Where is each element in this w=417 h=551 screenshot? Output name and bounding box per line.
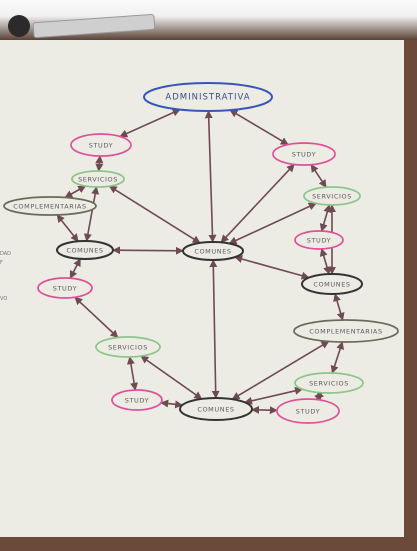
node-study6: STUDY: [276, 398, 340, 424]
edge-com_center-com_bottom: [209, 259, 220, 399]
node-comp2: COMPLEMENTARIAS: [293, 319, 399, 343]
node-comp1: COMPLEMENTARIAS: [3, 196, 97, 216]
side-note-2: F: [0, 260, 3, 266]
node-com_bottom-label: COMUNES: [197, 405, 234, 413]
node-com_center-label: COMUNES: [194, 247, 231, 255]
node-serv4-label: SERVICIOS: [309, 379, 349, 387]
edge-serv1-com1: [83, 186, 100, 242]
node-serv1-label: SERVICIOS: [78, 175, 118, 183]
edge-serv2-study3: [319, 204, 332, 232]
dark-circle-object: [8, 15, 30, 37]
node-comp2-label: COMPLEMENTARIAS: [309, 327, 382, 335]
node-admin: ADMINISTRATIVA: [143, 82, 273, 112]
node-serv2: SERVICIOS: [303, 186, 361, 206]
node-study2-label: STUDY: [292, 150, 316, 158]
edge-serv3-study5: [126, 356, 139, 391]
side-note-3: VO: [0, 296, 8, 302]
node-study1-label: STUDY: [89, 141, 113, 149]
edge-comp1-com1: [56, 214, 79, 243]
node-com_bottom-ellipse: [179, 397, 253, 421]
node-study1-ellipse: [70, 133, 132, 157]
node-serv3: SERVICIOS: [95, 336, 161, 358]
node-com1-label: COMUNES: [66, 246, 103, 254]
node-serv4: SERVICIOS: [294, 372, 364, 394]
edge-serv2-com_center: [228, 202, 317, 245]
node-study4-ellipse: [37, 277, 93, 299]
node-study2: STUDY: [272, 142, 336, 166]
node-com_center: COMUNES: [182, 241, 244, 261]
node-serv3-ellipse: [95, 336, 161, 358]
node-admin-ellipse: [143, 82, 273, 112]
node-study5-label: STUDY: [125, 396, 149, 404]
edge-com2-comp2: [333, 293, 345, 321]
edge-com1-com_center: [112, 246, 184, 255]
node-comp2-ellipse: [293, 319, 399, 343]
edge-study4-serv3: [74, 296, 119, 339]
edge-com1-study4: [69, 258, 82, 280]
node-study5-ellipse: [111, 389, 163, 411]
node-study4: STUDY: [37, 277, 93, 299]
node-com_bottom: COMUNES: [179, 397, 253, 421]
node-study3-ellipse: [294, 230, 344, 250]
edge-com_bottom-study6: [251, 405, 278, 415]
node-study3-label: STUDY: [307, 236, 331, 244]
edge-serv3-com_bottom: [140, 355, 203, 400]
edge-study6-serv4: [314, 391, 325, 401]
edge-study1-admin: [119, 108, 181, 138]
node-com2-label: COMUNES: [313, 280, 350, 288]
node-comp1-label: COMPLEMENTARIAS: [13, 202, 86, 210]
node-com1-ellipse: [56, 240, 114, 260]
edge-admin-com_center: [204, 110, 217, 243]
edge-serv1-comp1: [64, 185, 87, 199]
node-admin-label: ADMINISTRATIVA: [165, 92, 250, 102]
node-study6-ellipse: [276, 398, 340, 424]
node-study6-label: STUDY: [296, 407, 320, 415]
node-study1: STUDY: [70, 133, 132, 157]
edge-com_bottom-serv4: [244, 386, 304, 405]
edge-study2-serv2: [310, 163, 327, 188]
node-com_center-ellipse: [182, 241, 244, 261]
edge-serv1-com_center: [108, 185, 201, 244]
node-serv3-label: SERVICIOS: [108, 343, 148, 351]
edge-com_center-com2: [234, 255, 310, 280]
node-com1: COMUNES: [56, 240, 114, 260]
edge-study3-com2: [319, 248, 331, 275]
node-serv4-ellipse: [294, 372, 364, 394]
node-comp1-ellipse: [3, 196, 97, 216]
node-study5: STUDY: [111, 389, 163, 411]
node-com2: COMUNES: [301, 273, 363, 295]
node-study2-ellipse: [272, 142, 336, 166]
edge-study5-com_bottom: [160, 399, 184, 409]
node-study4-label: STUDY: [53, 284, 77, 292]
node-serv1: SERVICIOS: [71, 170, 125, 188]
node-serv2-label: SERVICIOS: [312, 192, 352, 200]
node-serv1-ellipse: [71, 170, 125, 188]
edge-admin-study2: [229, 109, 289, 146]
side-note-1: DAD: [0, 251, 12, 257]
edge-comp2-serv4: [330, 341, 344, 374]
node-com2-ellipse: [301, 273, 363, 295]
node-serv2-ellipse: [303, 186, 361, 206]
node-study3: STUDY: [294, 230, 344, 250]
edge-study1-serv1: [95, 155, 104, 172]
